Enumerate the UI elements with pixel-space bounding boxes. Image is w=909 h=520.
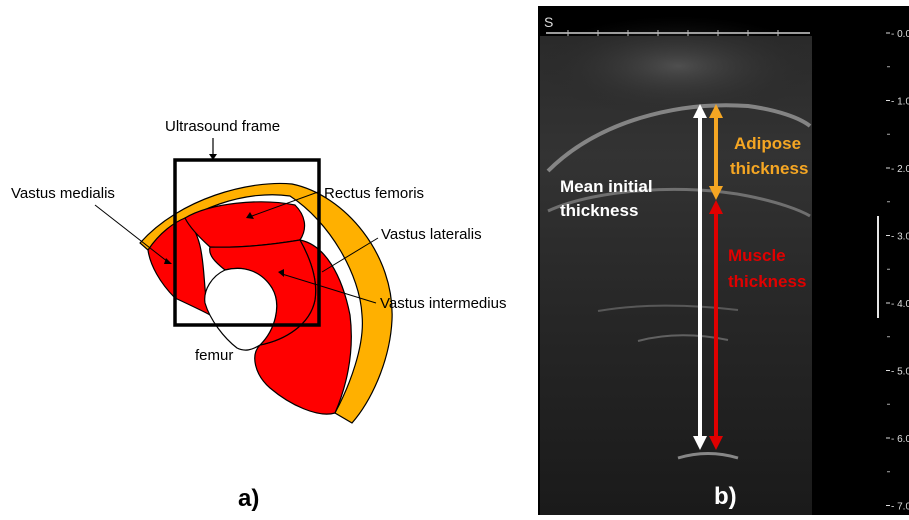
- depth-tick-label: - 2.0: [891, 164, 909, 175]
- depth-tick-label: - 7.0: [891, 502, 909, 513]
- panel-a-caption: a): [238, 485, 259, 512]
- vastus-medialis-label: Vastus medialis: [11, 185, 115, 202]
- adipose-label-line2: thickness: [730, 159, 808, 178]
- thigh-cross-section-diagram: Ultrasound frame Vastus medialis Rectus …: [0, 0, 540, 515]
- depth-tick-label: - 5.0: [891, 367, 909, 378]
- depth-tick-label: - 0.0: [891, 29, 909, 40]
- panel-a-thigh-schematic: Ultrasound frame Vastus medialis Rectus …: [0, 0, 540, 515]
- muscle-label-line2: thickness: [728, 272, 806, 291]
- ultrasound-frame-label: Ultrasound frame: [165, 118, 280, 135]
- panel-b-ultrasound-image: S Mean initial thickness Adipose thickne…: [538, 6, 909, 515]
- depth-tick-label: - 4.0: [891, 299, 909, 310]
- probe-orientation-symbol: S: [544, 14, 553, 30]
- panel-b-caption: b): [714, 483, 737, 510]
- rectus-femoris-label: Rectus femoris: [324, 185, 424, 202]
- adipose-label-line1: Adipose: [734, 134, 801, 153]
- muscle-label-line1: Muscle: [728, 246, 786, 265]
- depth-tick-label: - 3.0: [891, 232, 909, 243]
- vastus-lateralis-label: Vastus lateralis: [381, 226, 482, 243]
- femur-bone: [205, 268, 277, 350]
- femur-label: femur: [195, 347, 233, 364]
- depth-tick-label: - 6.0: [891, 434, 909, 445]
- vastus-intermedius-label: Vastus intermedius: [380, 295, 506, 312]
- mean-initial-label-line1: Mean initial: [560, 177, 653, 196]
- mean-initial-label-line2: thickness: [560, 201, 638, 220]
- depth-tick-label: - 1.0: [891, 97, 909, 108]
- ultrasound-scan: S Mean initial thickness Adipose thickne…: [538, 6, 909, 515]
